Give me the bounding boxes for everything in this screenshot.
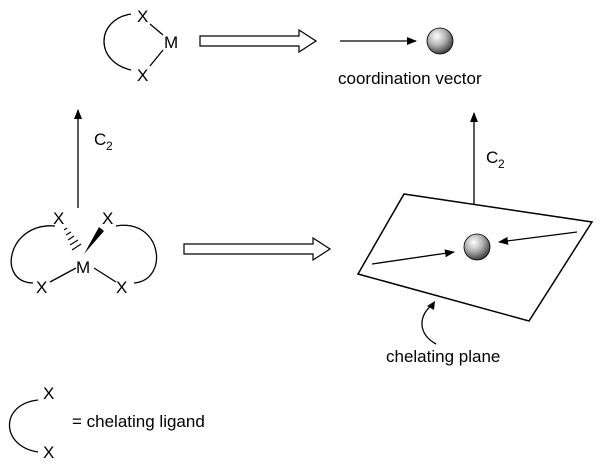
hollow-arrow-bottom — [183, 236, 332, 262]
left-chelate-ligand-arc — [10, 225, 56, 284]
bis-x-bottom-left: X — [36, 278, 47, 297]
bis-x-top-right: X — [102, 209, 113, 228]
bis-x-bottom-right: X — [116, 278, 127, 297]
bond-x-m-bottom — [149, 49, 164, 67]
legend: X X = chelating ligand — [9, 384, 205, 462]
bis-chelate-complex: X X X X M — [10, 209, 158, 297]
c2-label-right: C 2 — [486, 148, 505, 171]
legend-label: = chelating ligand — [72, 412, 205, 431]
chelating-plane-pointer — [421, 304, 437, 345]
bis-metal-m: M — [76, 258, 90, 277]
chelate-ligand-arc — [103, 13, 132, 71]
c2-label-right-main: C — [486, 148, 498, 167]
chelating-plane-label: chelating plane — [386, 347, 500, 366]
c2-label-left: C 2 — [94, 130, 113, 153]
bond-m-x-bottom-left — [49, 267, 77, 283]
c2-label-left-subscript: 2 — [106, 139, 113, 153]
chelating-plane-pointer-head — [427, 301, 435, 310]
c2-label-right-subscript: 2 — [498, 157, 505, 171]
coordination-vector-label: coordination vector — [338, 69, 482, 88]
hollow-arrow-top — [199, 28, 318, 54]
wedge-bond — [84, 227, 104, 254]
legend-x-bottom: X — [43, 443, 54, 462]
chelate-x-top: X — [137, 7, 148, 26]
c2-label-left-main: C — [94, 130, 106, 149]
legend-ligand-arc — [9, 399, 39, 453]
bond-m-x-bottom-right — [93, 267, 117, 283]
plane-vector-left — [371, 249, 455, 265]
plane-vector-right — [498, 231, 578, 245]
bis-x-top-left: X — [53, 209, 64, 228]
metal-sphere-top — [426, 27, 454, 55]
chelate-monodentate-complex: X X M — [103, 7, 178, 85]
chelate-x-bottom: X — [137, 66, 148, 85]
legend-x-top: X — [43, 384, 54, 403]
chelate-metal-m: M — [164, 33, 178, 52]
metal-sphere-plane — [463, 233, 491, 261]
bond-x-m-top — [149, 23, 164, 36]
right-chelate-ligand-arc — [115, 224, 158, 284]
hashed-bond — [63, 227, 82, 251]
